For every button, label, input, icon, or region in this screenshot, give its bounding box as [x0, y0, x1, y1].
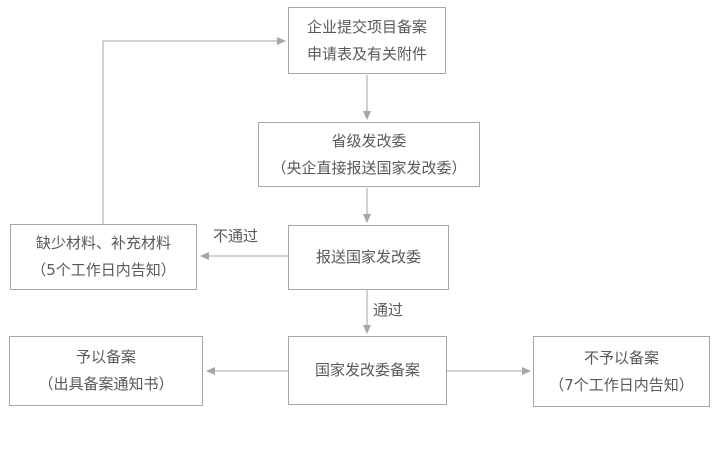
node-provincial-drc-line1: 省级发改委: [331, 131, 407, 150]
node-enterprise-submit-line1: 企业提交项目备案: [306, 17, 427, 36]
node-filing-approved-line1: 予以备案: [75, 348, 136, 366]
connector-supplement-to-submit: [102, 37, 286, 224]
node-provincial-drc-line2: （央企直接报送国家发改委）: [271, 158, 467, 177]
node-enterprise-submit: 企业提交项目备案 申请表及有关附件: [288, 7, 446, 74]
node-filing-rejected-line1: 不予以备案: [583, 348, 659, 367]
node-provincial-drc: 省级发改委 （央企直接报送国家发改委）: [258, 122, 480, 187]
node-national-drc-filing: 国家发改委备案: [288, 336, 447, 405]
node-filing-rejected-line2: （7个工作日内告知）: [549, 375, 694, 394]
node-national-drc-filing-line1: 国家发改委备案: [314, 361, 420, 379]
node-report-national-drc-line1: 报送国家发改委: [315, 248, 421, 266]
node-missing-materials-line2: （5个工作日内告知）: [31, 261, 176, 279]
edge-label-fail: 不通过: [213, 227, 259, 245]
node-filing-approved-line2: （出具备案通知书）: [38, 375, 174, 393]
node-filing-approved: 予以备案 （出具备案通知书）: [9, 336, 203, 406]
node-missing-materials: 缺少材料、补充材料 （5个工作日内告知）: [10, 224, 197, 290]
node-enterprise-submit-line2: 申请表及有关附件: [306, 44, 427, 63]
node-report-national-drc: 报送国家发改委: [288, 225, 449, 290]
node-filing-rejected: 不予以备案 （7个工作日内告知）: [533, 336, 710, 407]
node-missing-materials-line1: 缺少材料、补充材料: [35, 234, 171, 252]
edge-label-pass: 通过: [373, 301, 404, 319]
